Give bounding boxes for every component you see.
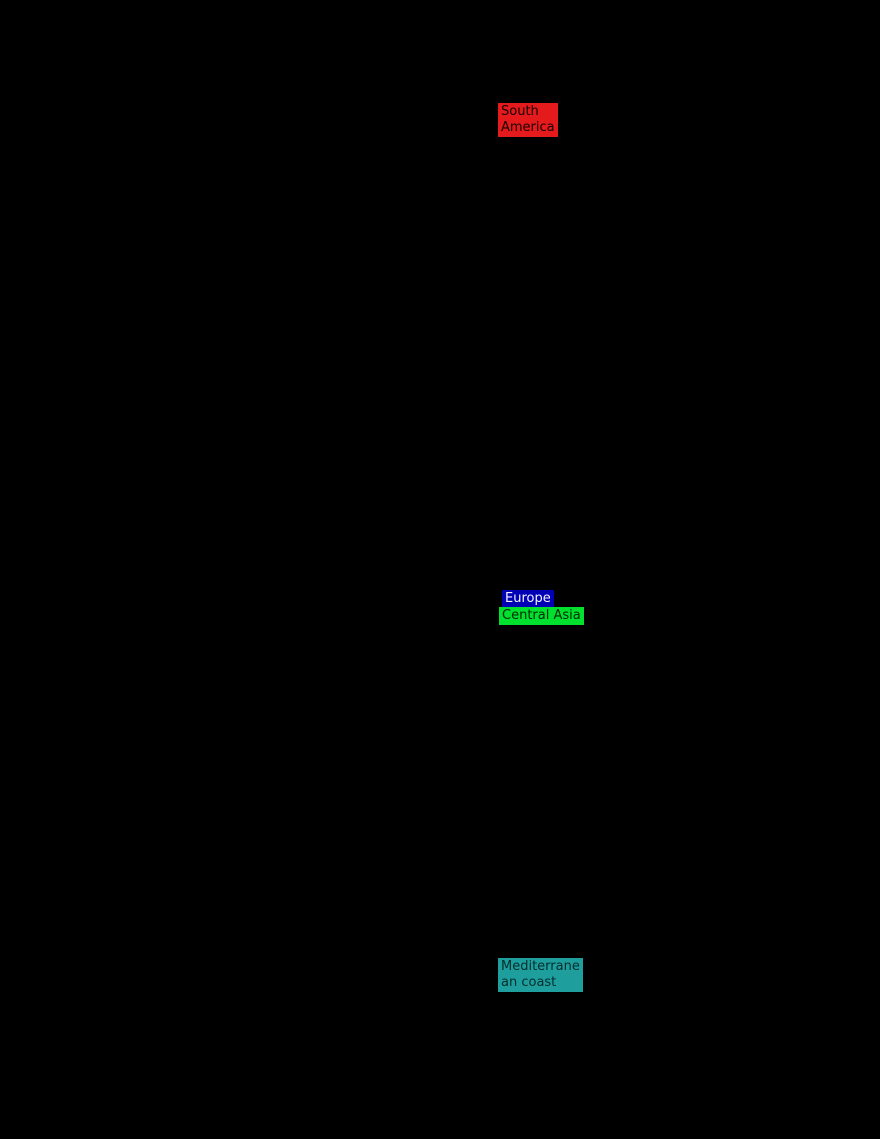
region-label-south-america: South America <box>498 103 558 137</box>
region-label-mediterranean-coast: Mediterrane an coast <box>498 958 583 992</box>
region-label-central-asia: Central Asia <box>499 607 584 625</box>
region-label-europe: Europe <box>502 590 554 608</box>
